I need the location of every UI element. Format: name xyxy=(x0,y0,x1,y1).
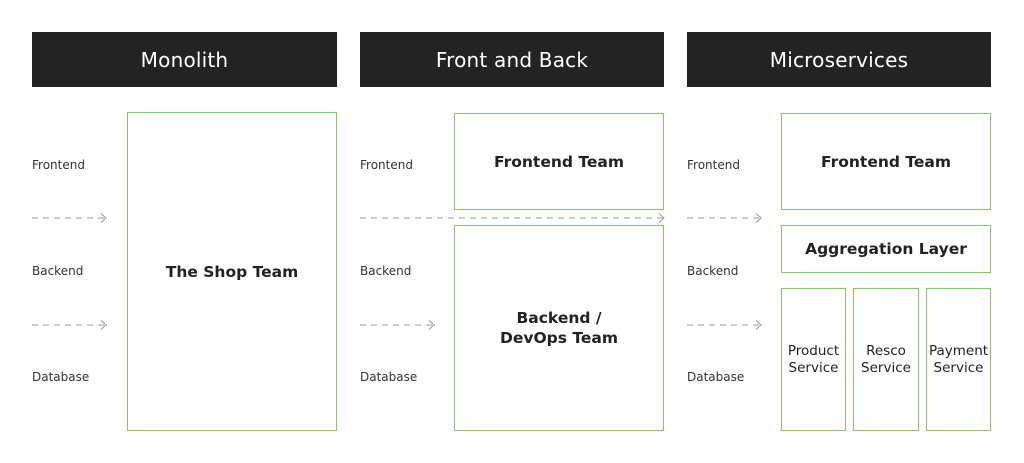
dashed-arrow xyxy=(32,320,107,330)
product-service-box: Product Service xyxy=(781,288,846,431)
frontend-team-label: Frontend Team xyxy=(820,152,951,171)
product-service-label: Product Service xyxy=(787,342,840,376)
header-front-and-back: Front and Back xyxy=(360,32,664,87)
aggregation-layer-box: Aggregation Layer xyxy=(781,225,991,273)
label-backend: Backend xyxy=(687,264,739,278)
backend-devops-team-box: Backend / DevOps Team xyxy=(454,225,664,431)
label-database: Database xyxy=(360,370,418,384)
label-backend: Backend xyxy=(32,264,84,278)
microservices-frontend-team-box: Frontend Team xyxy=(781,113,991,210)
aggregation-layer-label: Aggregation Layer xyxy=(805,240,967,258)
header-monolith: Monolith xyxy=(32,32,337,87)
resco-service-box: Resco Service xyxy=(853,288,919,431)
dashed-arrow xyxy=(687,213,762,223)
dashed-arrow xyxy=(32,213,107,223)
dashed-arrow xyxy=(360,320,435,330)
dashed-arrow xyxy=(360,213,665,223)
frontend-team-label: Frontend Team xyxy=(493,152,624,171)
dashed-arrow xyxy=(687,320,762,330)
payment-service-label: Payment Service xyxy=(928,342,989,376)
label-database: Database xyxy=(687,370,745,384)
payment-service-box: Payment Service xyxy=(926,288,991,431)
label-frontend: Frontend xyxy=(360,158,413,172)
label-frontend: Frontend xyxy=(32,158,85,172)
shop-team-label: The Shop Team xyxy=(165,262,299,281)
resco-service-label: Resco Service xyxy=(861,342,911,376)
frontend-team-box: Frontend Team xyxy=(454,113,664,210)
shop-team-box: The Shop Team xyxy=(127,112,337,431)
label-database: Database xyxy=(32,370,90,384)
label-backend: Backend xyxy=(360,264,412,278)
backend-devops-team-label: Backend / DevOps Team xyxy=(499,309,618,347)
header-microservices: Microservices xyxy=(687,32,991,87)
label-frontend: Frontend xyxy=(687,158,740,172)
